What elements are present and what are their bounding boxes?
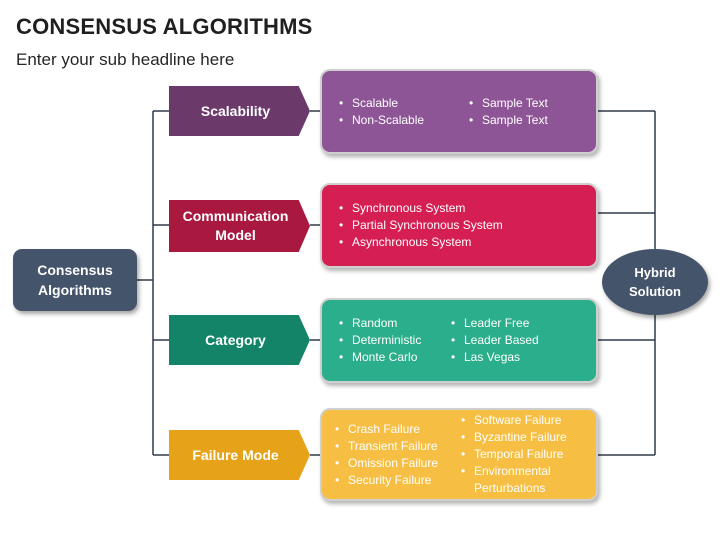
bullet-column-1: Random Deterministic Monte Carlo	[336, 315, 448, 366]
page-title: CONSENSUS ALGORITHMS	[16, 14, 313, 39]
branch-label-text: Scalability	[200, 102, 271, 119]
root-line-1: Consensus	[37, 262, 113, 278]
bullet-column-2: Leader Free Leader Based Las Vegas	[448, 315, 568, 366]
hybrid-line-2: Solution	[629, 284, 681, 299]
list-item: Transient Failure	[332, 438, 458, 455]
branch-label-failure-mode: Failure Mode	[169, 430, 310, 480]
hybrid-line-1: Hybrid	[634, 265, 676, 280]
list-item: Crash Failure	[332, 421, 458, 438]
list-item: Partial Synchronous System	[336, 217, 586, 234]
bullet-column-2: Software Failure Byzantine Failure Tempo…	[458, 412, 586, 497]
branch-box-scalability: Scalable Non-Scalable Sample Text Sample…	[320, 69, 598, 154]
list-item: Security Failure	[332, 472, 458, 489]
page-subtitle: Enter your sub headline here	[16, 50, 235, 69]
list-item: Byzantine Failure	[458, 429, 586, 446]
list-item: Las Vegas	[448, 349, 568, 366]
list-item: Environmental Perturbations	[458, 463, 586, 497]
branch-label-scalability: Scalability	[169, 86, 310, 136]
list-item: Random	[336, 315, 448, 332]
branch-box-failure-mode: Crash Failure Transient Failure Omission…	[320, 408, 598, 501]
list-item: Asynchronous System	[336, 234, 586, 251]
bullet-column-1: Crash Failure Transient Failure Omission…	[332, 421, 458, 489]
branch-label-category: Category	[169, 315, 310, 365]
branch-label-text: Category	[205, 331, 266, 348]
branch-label-text: Model	[215, 227, 256, 243]
branch-box-category: Random Deterministic Monte Carlo Leader …	[320, 298, 598, 383]
list-item: Synchronous System	[336, 200, 586, 217]
root-line-2: Algorithms	[38, 282, 112, 298]
bullet-column-1: Synchronous System Partial Synchronous S…	[336, 200, 586, 251]
list-item: Monte Carlo	[336, 349, 448, 366]
hybrid-solution-node: Hybrid Solution	[602, 249, 708, 315]
list-item: Sample Text	[466, 112, 586, 129]
list-item: Omission Failure	[332, 455, 458, 472]
list-item: Deterministic	[336, 332, 448, 349]
list-item: Non-Scalable	[336, 112, 466, 129]
list-item: Scalable	[336, 95, 466, 112]
list-item: Sample Text	[466, 95, 586, 112]
bullet-column-2: Sample Text Sample Text	[466, 95, 586, 129]
consensus-algorithms-node: Consensus Algorithms	[13, 249, 137, 311]
branch-label-communication-model: Communication Model	[169, 200, 310, 252]
branch-label-text: Failure Mode	[192, 446, 279, 463]
branch-label-text: Communication	[182, 208, 289, 224]
branch-box-communication-model: Synchronous System Partial Synchronous S…	[320, 183, 598, 268]
list-item: Leader Based	[448, 332, 568, 349]
list-item: Leader Free	[448, 315, 568, 332]
bullet-column-1: Scalable Non-Scalable	[336, 95, 466, 129]
list-item: Software Failure	[458, 412, 586, 429]
list-item: Temporal Failure	[458, 446, 586, 463]
